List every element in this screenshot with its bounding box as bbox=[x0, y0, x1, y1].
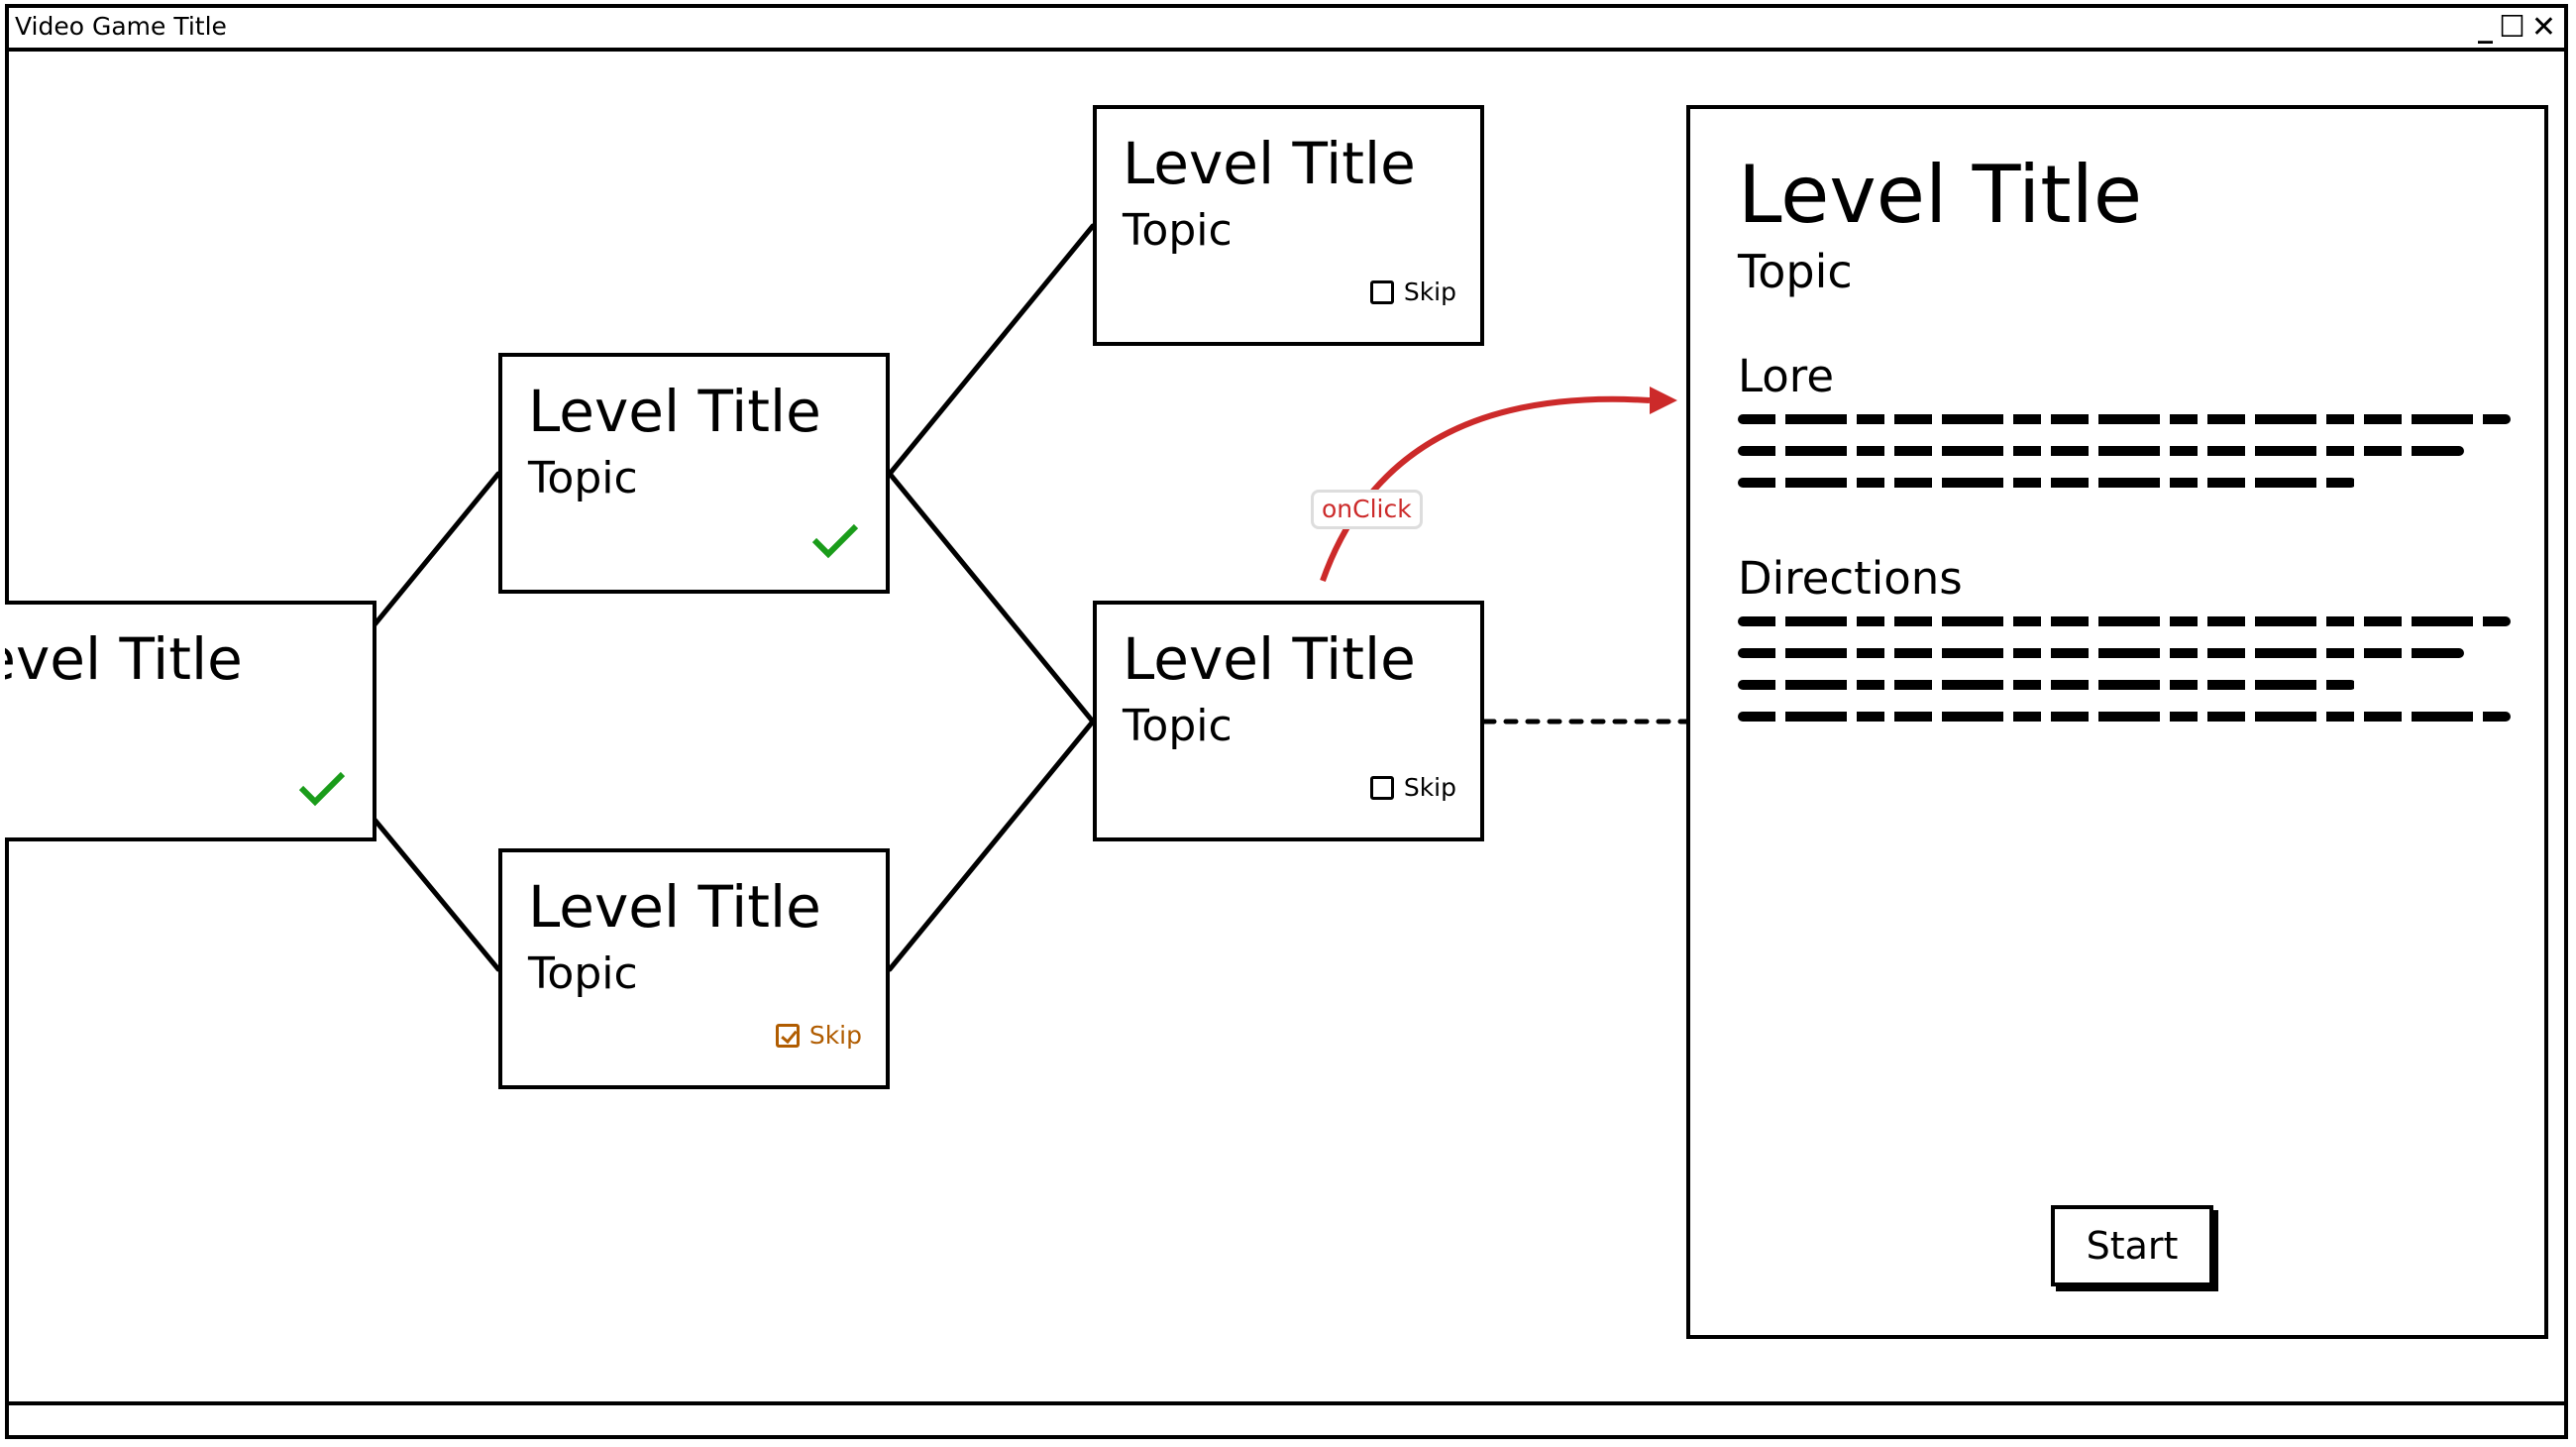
lore-text-placeholder bbox=[1738, 414, 2511, 509]
level-title: Level Title bbox=[1123, 130, 1416, 197]
level-topic: Topic bbox=[528, 948, 638, 999]
checkmark-icon bbox=[298, 771, 346, 807]
level-detail-panel: Level Title Topic Lore Directions Start bbox=[1686, 105, 2548, 1339]
skip-label: Skip bbox=[808, 1021, 862, 1050]
level-title: Level Title bbox=[1123, 625, 1416, 693]
level-card-2[interactable]: Level Title Topic bbox=[498, 353, 890, 594]
lore-heading: Lore bbox=[1738, 350, 1835, 402]
level-map: Level Title Level Title Topic Level Titl… bbox=[5, 48, 2559, 1386]
level-card-3[interactable]: Level Title Topic Skip bbox=[498, 848, 890, 1089]
skip-label: Skip bbox=[1403, 278, 1456, 306]
start-button[interactable]: Start bbox=[2051, 1205, 2213, 1286]
minimize-button[interactable]: _ bbox=[2477, 10, 2493, 45]
skip-toggle[interactable]: Skip bbox=[775, 1021, 862, 1050]
directions-heading: Directions bbox=[1738, 552, 1963, 605]
level-title: Level Title bbox=[5, 625, 243, 693]
level-title: Level Title bbox=[528, 873, 821, 941]
maximize-button[interactable]: ☐ bbox=[2498, 10, 2525, 45]
checkbox-icon[interactable] bbox=[1369, 775, 1394, 800]
skip-label: Skip bbox=[1403, 773, 1456, 802]
connector-line bbox=[887, 719, 1096, 972]
level-title: Level Title bbox=[528, 378, 821, 445]
level-card-4[interactable]: Level Title Topic Skip bbox=[1093, 105, 1484, 346]
connector-line bbox=[887, 471, 1096, 724]
level-topic: Topic bbox=[1123, 701, 1233, 751]
arrowhead-icon bbox=[1650, 387, 1677, 414]
close-button[interactable]: ✕ bbox=[2530, 10, 2556, 45]
level-connections bbox=[291, 223, 1689, 972]
title-bar: Video Game Title _ ☐ ✕ bbox=[9, 8, 2564, 52]
status-bar bbox=[9, 1401, 2564, 1405]
checkbox-checked-icon[interactable] bbox=[775, 1023, 800, 1048]
skip-toggle[interactable]: Skip bbox=[1369, 278, 1456, 306]
checkbox-icon[interactable] bbox=[1369, 279, 1394, 304]
panel-topic: Topic bbox=[1738, 245, 1853, 298]
level-topic: Topic bbox=[528, 453, 638, 503]
onclick-arrow bbox=[1320, 395, 1651, 583]
level-card-1[interactable]: Level Title bbox=[5, 601, 376, 841]
skip-toggle[interactable]: Skip bbox=[1369, 773, 1456, 802]
level-topic: Topic bbox=[1123, 205, 1233, 256]
window-title: Video Game Title bbox=[15, 12, 227, 41]
checkmark-icon bbox=[811, 523, 859, 559]
window-controls: _ ☐ ✕ bbox=[2478, 10, 2556, 46]
level-card-5[interactable]: Level Title Topic Skip bbox=[1093, 601, 1484, 841]
connector-line bbox=[887, 223, 1096, 477]
panel-title: Level Title bbox=[1738, 149, 2143, 241]
directions-text-placeholder bbox=[1738, 616, 2511, 743]
onclick-annotation: onClick bbox=[1311, 490, 1423, 529]
